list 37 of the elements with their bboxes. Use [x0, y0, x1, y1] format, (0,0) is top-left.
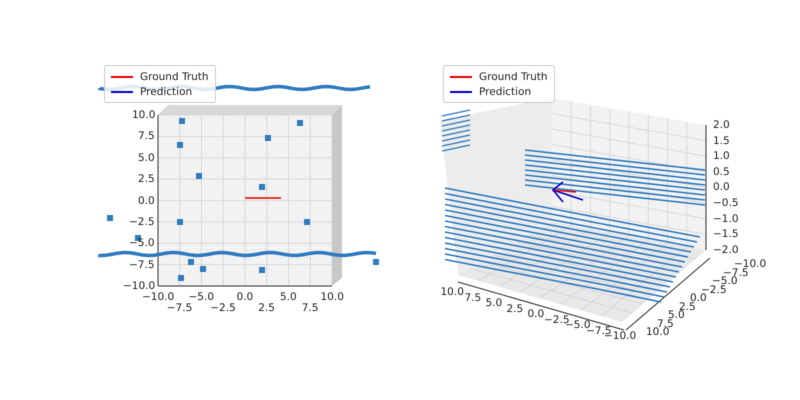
tick-label: −1.5 [713, 228, 738, 240]
tick-label: 0.0 [236, 291, 254, 303]
legend-label: Ground Truth [479, 70, 548, 82]
tick-label: 7.5 [302, 302, 318, 314]
tick-label: 1.0 [713, 150, 730, 162]
tick-label: −2.0 [713, 244, 738, 256]
tick-label: 0.0 [528, 308, 544, 320]
legend-label: Ground Truth [140, 70, 209, 82]
tick-label: 2.5 [138, 173, 155, 186]
tick-label: 5.0 [280, 291, 297, 303]
legend-label: Prediction [140, 86, 192, 98]
legend-label: Prediction [479, 86, 532, 98]
tick-label: 7.5 [138, 130, 155, 142]
tick-label: 10.0 [646, 326, 670, 338]
tick-label: −10.0 [142, 291, 174, 303]
tick-label: 1.5 [713, 134, 730, 147]
tick-label: 5.0 [486, 297, 502, 309]
tick-label: 5.0 [138, 152, 155, 164]
tick-label: −5.0 [188, 291, 214, 303]
tick-label: −2.5 [210, 302, 236, 314]
tick-label: 2.0 [713, 119, 730, 131]
tick-label: −5.0 [129, 237, 154, 250]
tick-label: 10.0 [320, 291, 344, 303]
tick-label: −2.5 [129, 216, 154, 228]
tick-label: −7.5 [166, 302, 192, 314]
tick-label: 2.5 [258, 302, 275, 314]
tick-label: 10.0 [132, 109, 156, 121]
tick-label: −0.5 [713, 197, 738, 209]
tick-label: 10.0 [440, 286, 464, 298]
tick-label: 7.5 [464, 292, 482, 304]
tick-label: −10.0 [123, 280, 156, 292]
tick-label: 0.5 [713, 166, 730, 178]
tick-label: −1.0 [713, 212, 738, 225]
tick-label: 0.0 [138, 194, 155, 206]
tick-label: 0.0 [713, 181, 730, 194]
tick-label: −7.5 [129, 258, 154, 271]
tick-label: 2.5 [506, 302, 524, 314]
